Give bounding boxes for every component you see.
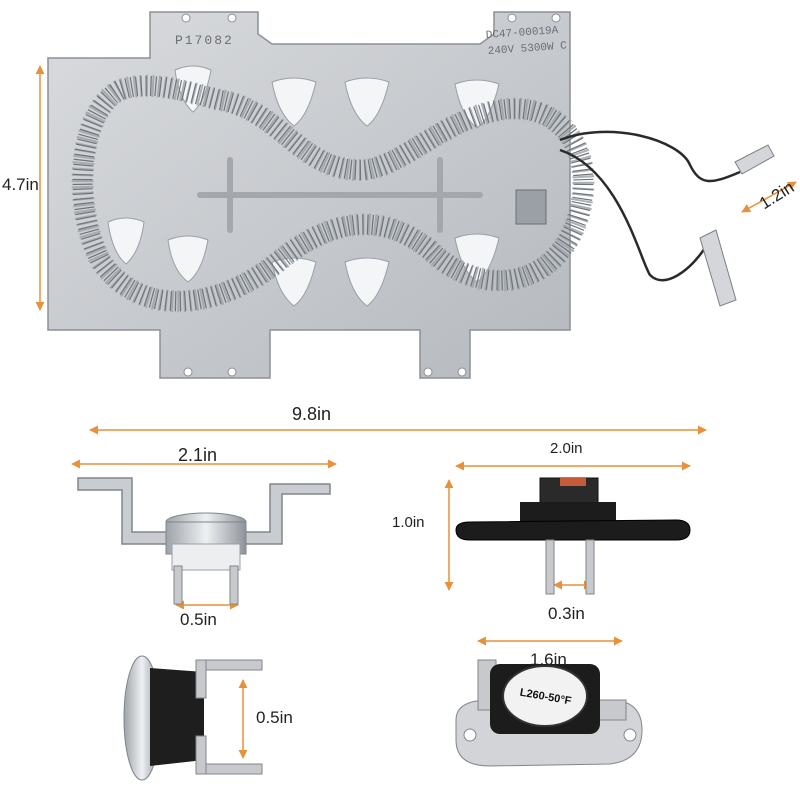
hi-limit-terminal-right bbox=[595, 699, 627, 721]
heating-coil-base bbox=[71, 74, 595, 313]
label-fuse-width: 2.1in bbox=[178, 445, 218, 465]
small-fuse-tab-top bbox=[195, 659, 207, 699]
heater-stamp-left: P17082 bbox=[175, 33, 234, 48]
heater-element: P17082 DC47-00019A 240V 5300W C bbox=[47, 11, 775, 379]
label-hi-limit-width: 1.6in bbox=[530, 650, 567, 669]
thermostat-pin-left bbox=[545, 539, 555, 595]
lead-wire-bottom bbox=[559, 148, 707, 282]
hi-limit-hole-left bbox=[463, 728, 477, 742]
small-thermal-fuse bbox=[123, 655, 263, 781]
heater-terminal-block bbox=[515, 189, 547, 225]
thermostat-flange bbox=[455, 519, 691, 541]
heater-stamp-right-2: 240V 5300W C bbox=[487, 40, 567, 58]
label-thermostat-height: 1.0in bbox=[392, 514, 425, 531]
thermostat-pin-right bbox=[585, 539, 595, 595]
plate-rib bbox=[197, 157, 483, 233]
cycling-thermostat bbox=[455, 477, 691, 595]
label-small-fuse-height: 0.5in bbox=[256, 708, 293, 727]
label-fuse-terminal: 0.5in bbox=[180, 610, 217, 629]
hi-limit-hole-right bbox=[623, 728, 637, 742]
dimension-lines bbox=[35, 65, 797, 759]
hi-limit-dial bbox=[502, 665, 588, 727]
fuse-base bbox=[171, 543, 241, 571]
small-fuse-body bbox=[150, 668, 204, 766]
thermal-fuse-bracket bbox=[77, 477, 331, 605]
label-heater-length: 9.8in bbox=[292, 404, 332, 424]
spade-connector-top bbox=[734, 144, 775, 175]
label-thermostat-width: 2.0in bbox=[550, 440, 583, 457]
label-thermostat-pins: 0.3in bbox=[548, 604, 585, 623]
label-heater-height: 4.7in bbox=[2, 175, 39, 194]
heater-stamp-right-1: DC47-00019A bbox=[485, 25, 559, 42]
hi-limit-thermostat: L260-50°F bbox=[455, 659, 643, 767]
lead-wire-top bbox=[559, 130, 741, 183]
fuse-terminal-left bbox=[173, 565, 183, 605]
thermostat-cap-window bbox=[560, 478, 586, 486]
fuse-terminal-right bbox=[229, 565, 239, 605]
small-fuse-tab-bottom bbox=[195, 735, 207, 775]
spade-connector-bottom bbox=[699, 229, 737, 307]
dim-lead-length bbox=[741, 181, 797, 213]
plate-holes bbox=[181, 13, 561, 377]
fuse-bracket bbox=[77, 477, 331, 545]
